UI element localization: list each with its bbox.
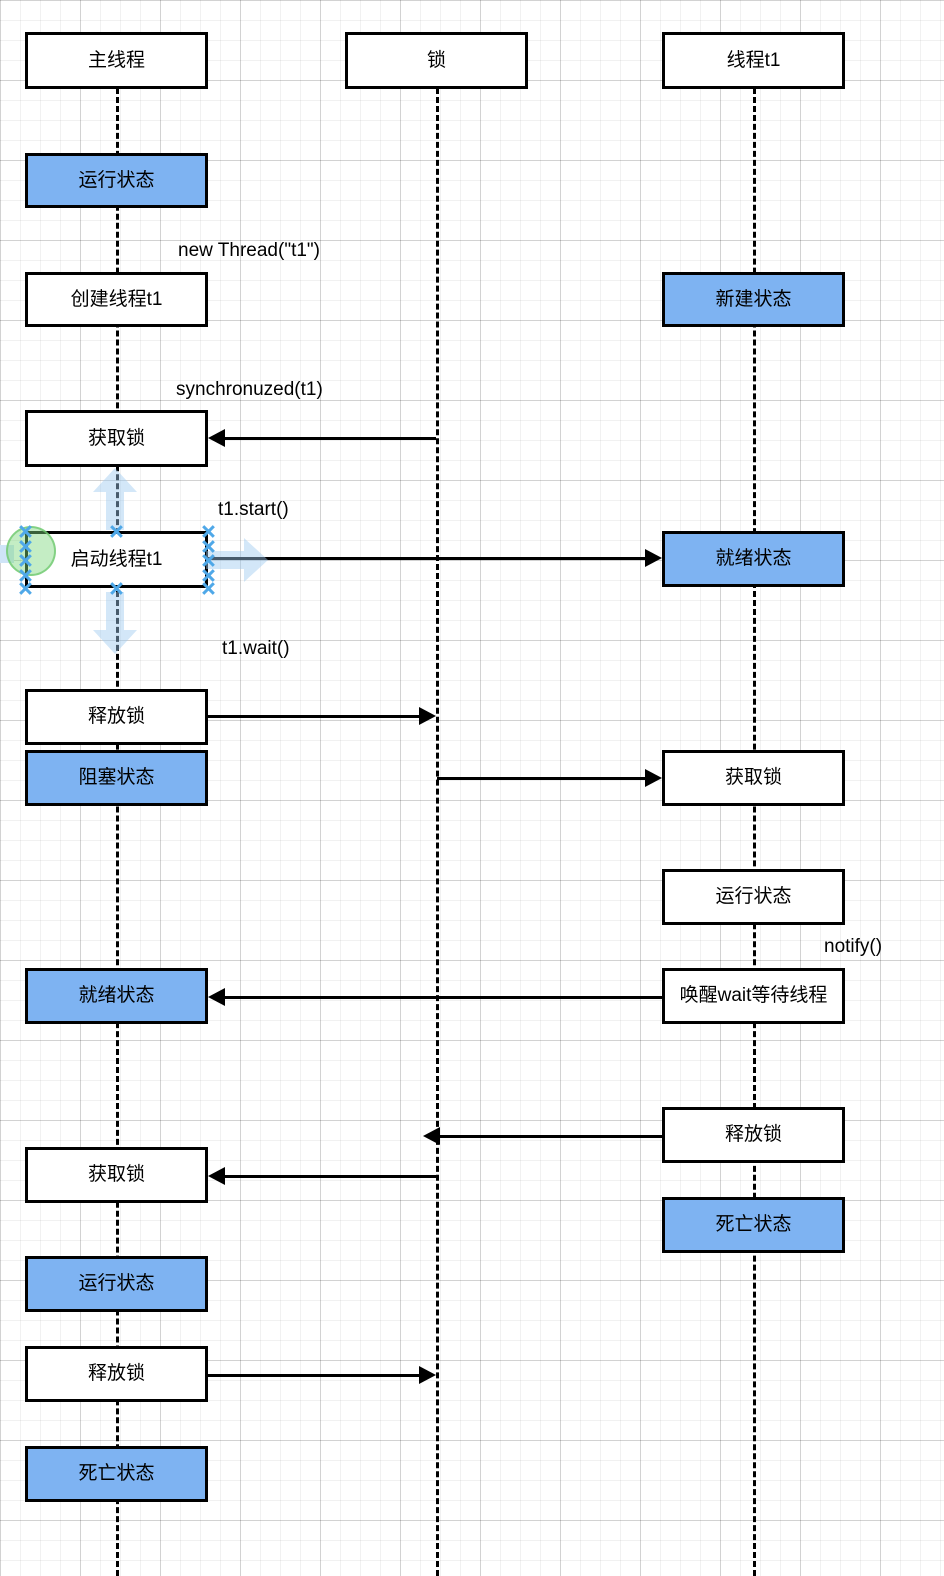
lane-header-lock[interactable]: 锁 <box>345 32 528 89</box>
resize-handle-middle-right[interactable] <box>201 539 216 554</box>
arrowhead-right-lock-to-t1 <box>645 769 662 787</box>
lane-header-label: 锁 <box>426 49 446 71</box>
node-label: 运行状态 <box>78 1273 155 1295</box>
node-label: 运行状态 <box>715 886 792 908</box>
arrowhead-right-start <box>645 549 662 567</box>
state-node-acquire-lock-main-1[interactable]: 获取锁 <box>25 410 208 467</box>
node-label: 释放锁 <box>87 706 145 728</box>
resize-handle-bottom-left[interactable] <box>18 581 33 596</box>
node-label: 死亡状态 <box>715 1214 792 1236</box>
message-label-synchronized[interactable]: synchronuzed(t1) <box>176 379 323 400</box>
arrowhead-left-synchronized <box>208 429 225 447</box>
node-label: 就绪状态 <box>78 985 155 1007</box>
resize-handle-top-right[interactable] <box>201 524 216 539</box>
lifeline-t1[interactable] <box>753 88 756 1576</box>
state-node-running-main-1[interactable]: 运行状态 <box>25 153 208 208</box>
state-node-blocked-main[interactable]: 阻塞状态 <box>25 750 208 806</box>
state-node-running-main-2[interactable]: 运行状态 <box>25 1256 208 1312</box>
node-label: 运行状态 <box>78 169 155 191</box>
message-label-new-thread[interactable]: new Thread("t1") <box>178 240 320 261</box>
direction-hint-down-icon[interactable] <box>93 592 137 654</box>
node-label: 获取锁 <box>724 767 782 789</box>
message-label-wait[interactable]: t1.wait() <box>222 638 290 659</box>
message-line-lock-to-t1[interactable] <box>437 777 645 780</box>
node-label: 释放锁 <box>724 1124 782 1146</box>
resize-handle-middle-left[interactable] <box>18 539 33 554</box>
node-label: 就绪状态 <box>715 548 792 570</box>
state-node-running-t1[interactable]: 运行状态 <box>662 869 845 925</box>
node-label: 唤醒wait等待线程 <box>679 985 828 1007</box>
state-node-dead-main[interactable]: 死亡状态 <box>25 1446 208 1502</box>
lane-header-t1[interactable]: 线程t1 <box>662 32 845 89</box>
state-node-new-t1[interactable]: 新建状态 <box>662 272 845 327</box>
lane-header-main[interactable]: 主线程 <box>25 32 208 89</box>
message-line-wait[interactable] <box>208 715 419 718</box>
arrowhead-left-lock-to-main <box>208 1167 225 1185</box>
node-label: 释放锁 <box>87 1363 145 1385</box>
message-line-synchronized[interactable] <box>225 437 436 440</box>
node-label: 创建线程t1 <box>70 288 163 310</box>
lane-header-label: 主线程 <box>87 49 145 71</box>
direction-hint-right-icon[interactable] <box>206 538 268 582</box>
message-line-main-release-lock[interactable] <box>208 1374 419 1377</box>
message-line-t1-release-lock[interactable] <box>437 1135 662 1138</box>
arrowhead-left-notify <box>208 988 225 1006</box>
state-node-dead-t1[interactable]: 死亡状态 <box>662 1197 845 1253</box>
connection-handle-right[interactable] <box>201 553 216 568</box>
resize-handle-bottom-right[interactable] <box>201 581 216 596</box>
state-node-create-thread[interactable]: 创建线程t1 <box>25 272 208 327</box>
lifeline-main[interactable] <box>116 88 119 1576</box>
node-label: 获取锁 <box>87 427 145 449</box>
resize-handle-top-left[interactable] <box>18 524 33 539</box>
arrowhead-left-t1-release-lock <box>423 1127 440 1145</box>
state-node-ready-main[interactable]: 就绪状态 <box>25 968 208 1024</box>
connection-handle-left[interactable] <box>18 553 33 568</box>
state-node-release-lock-main-1[interactable]: 释放锁 <box>25 689 208 745</box>
message-label-start[interactable]: t1.start() <box>218 499 289 520</box>
arrowhead-right-wait <box>419 707 436 725</box>
state-node-acquire-lock-main-2[interactable]: 获取锁 <box>25 1147 208 1203</box>
state-node-notify-wait-thread[interactable]: 唤醒wait等待线程 <box>662 968 845 1024</box>
resize-handle-bottom-center[interactable] <box>109 581 124 596</box>
arrowhead-right-main-release-lock <box>419 1366 436 1384</box>
direction-hint-up-icon[interactable] <box>93 468 137 530</box>
message-label-notify[interactable]: notify() <box>824 936 883 957</box>
state-node-release-lock-t1[interactable]: 释放锁 <box>662 1107 845 1163</box>
node-label: 获取锁 <box>87 1164 145 1186</box>
resize-handle-top-center[interactable] <box>109 524 124 539</box>
message-line-notify[interactable] <box>225 996 662 999</box>
lifeline-lock[interactable] <box>436 88 439 1576</box>
node-label: 死亡状态 <box>78 1463 155 1485</box>
node-label: 新建状态 <box>715 288 792 310</box>
message-line-lock-to-main[interactable] <box>225 1175 436 1178</box>
node-label: 启动线程t1 <box>70 548 163 570</box>
node-label: 阻塞状态 <box>78 767 155 789</box>
state-node-release-lock-main-2[interactable]: 释放锁 <box>25 1346 208 1402</box>
message-line-start[interactable] <box>208 557 645 560</box>
state-node-ready-t1[interactable]: 就绪状态 <box>662 531 845 587</box>
state-node-acquire-lock-t1[interactable]: 获取锁 <box>662 750 845 806</box>
lane-header-label: 线程t1 <box>726 49 781 71</box>
